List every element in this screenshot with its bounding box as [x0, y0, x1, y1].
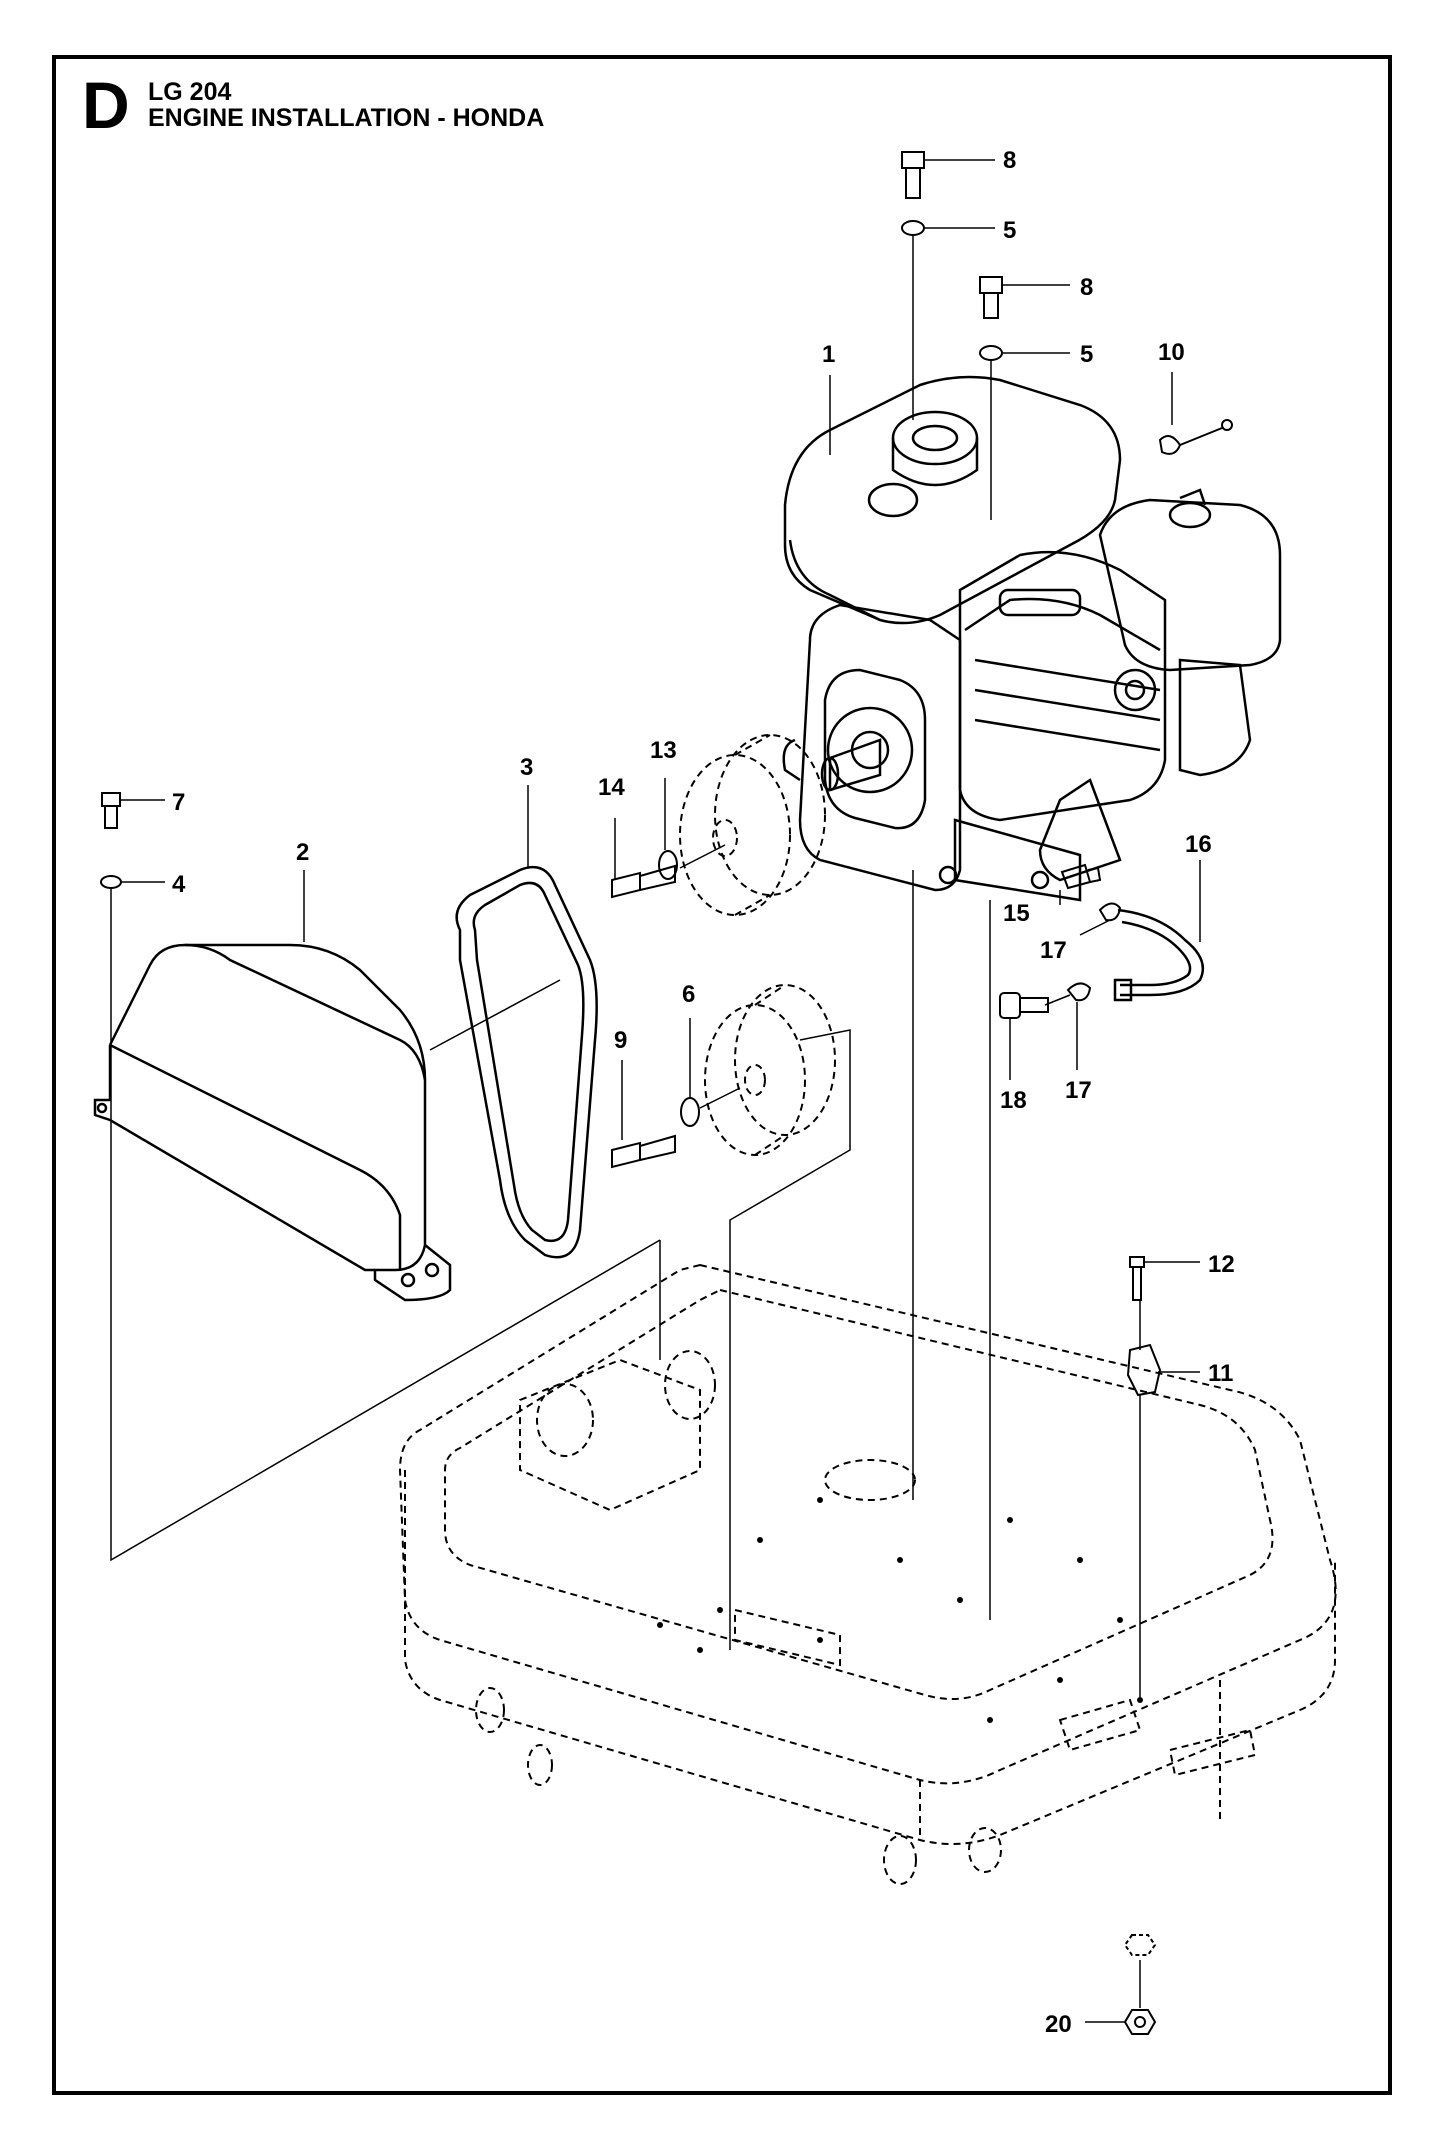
washer-6 — [680, 1097, 700, 1127]
page-frame — [52, 55, 1392, 2095]
washer-4 — [100, 875, 122, 889]
screw-12 — [1129, 1256, 1145, 1301]
bolt-7 — [101, 792, 121, 829]
callout-5-top: 5 — [1003, 217, 1016, 244]
plug-18 — [999, 992, 1049, 1019]
callout-17-upper: 17 — [1040, 937, 1067, 964]
hose-clamp-17-lower — [1066, 982, 1092, 1002]
washer-5-top — [901, 220, 925, 236]
callout-4: 4 — [172, 871, 186, 898]
lower-pulley — [704, 984, 836, 1156]
engine — [782, 375, 1282, 902]
bolt-9 — [611, 1134, 676, 1169]
leader-lines — [120, 159, 1201, 2023]
callout-9: 9 — [614, 1027, 627, 1054]
washer-13 — [658, 850, 678, 880]
callout-labels: 8 5 8 5 1 10 7 4 2 3 14 13 6 9 15 16 17 … — [172, 147, 1235, 2038]
callout-12: 12 — [1208, 1251, 1235, 1278]
callout-15: 15 — [1003, 900, 1030, 927]
v-belt — [455, 865, 598, 1259]
nut-20-ghost — [1123, 1934, 1157, 1956]
clip-10 — [1158, 419, 1233, 455]
bolt-8-top — [901, 151, 925, 199]
callout-20: 20 — [1045, 2011, 1072, 2038]
callout-17-lower: 17 — [1065, 1077, 1092, 1104]
hose-clamp-17-upper — [1098, 902, 1122, 922]
bolt-14 — [611, 864, 676, 899]
callout-11: 11 — [1208, 1360, 1233, 1387]
callout-7: 7 — [172, 789, 185, 816]
callout-8-top: 8 — [1003, 147, 1016, 174]
model-label: LG 204 — [148, 78, 232, 106]
nut-20 — [1123, 2009, 1157, 2035]
callout-3: 3 — [520, 754, 533, 781]
bolt-8-second — [979, 276, 1003, 319]
clip-11 — [1126, 1343, 1162, 1397]
callout-13: 13 — [650, 737, 677, 764]
callout-5-second: 5 — [1080, 341, 1093, 368]
callout-18: 18 — [1000, 1087, 1027, 1114]
callout-6: 6 — [682, 981, 695, 1008]
belt-guard — [93, 943, 452, 1302]
fitting-15 — [1060, 863, 1102, 890]
section-letter: D — [82, 68, 130, 142]
fuel-hose-16 — [1113, 908, 1205, 1002]
washer-5-second — [979, 345, 1003, 361]
base-plate-holes — [657, 1497, 1143, 1723]
upper-pulley — [679, 734, 826, 916]
callout-10: 10 — [1158, 339, 1185, 366]
callout-16: 16 — [1185, 831, 1212, 858]
callout-14: 14 — [598, 774, 625, 801]
base-plate — [398, 1263, 1337, 1885]
callout-2: 2 — [296, 839, 309, 866]
diagram-title: ENGINE INSTALLATION - HONDA — [148, 104, 545, 132]
assembly-lines — [110, 236, 1141, 2008]
callout-8-second: 8 — [1080, 274, 1093, 301]
callout-1: 1 — [822, 341, 835, 368]
